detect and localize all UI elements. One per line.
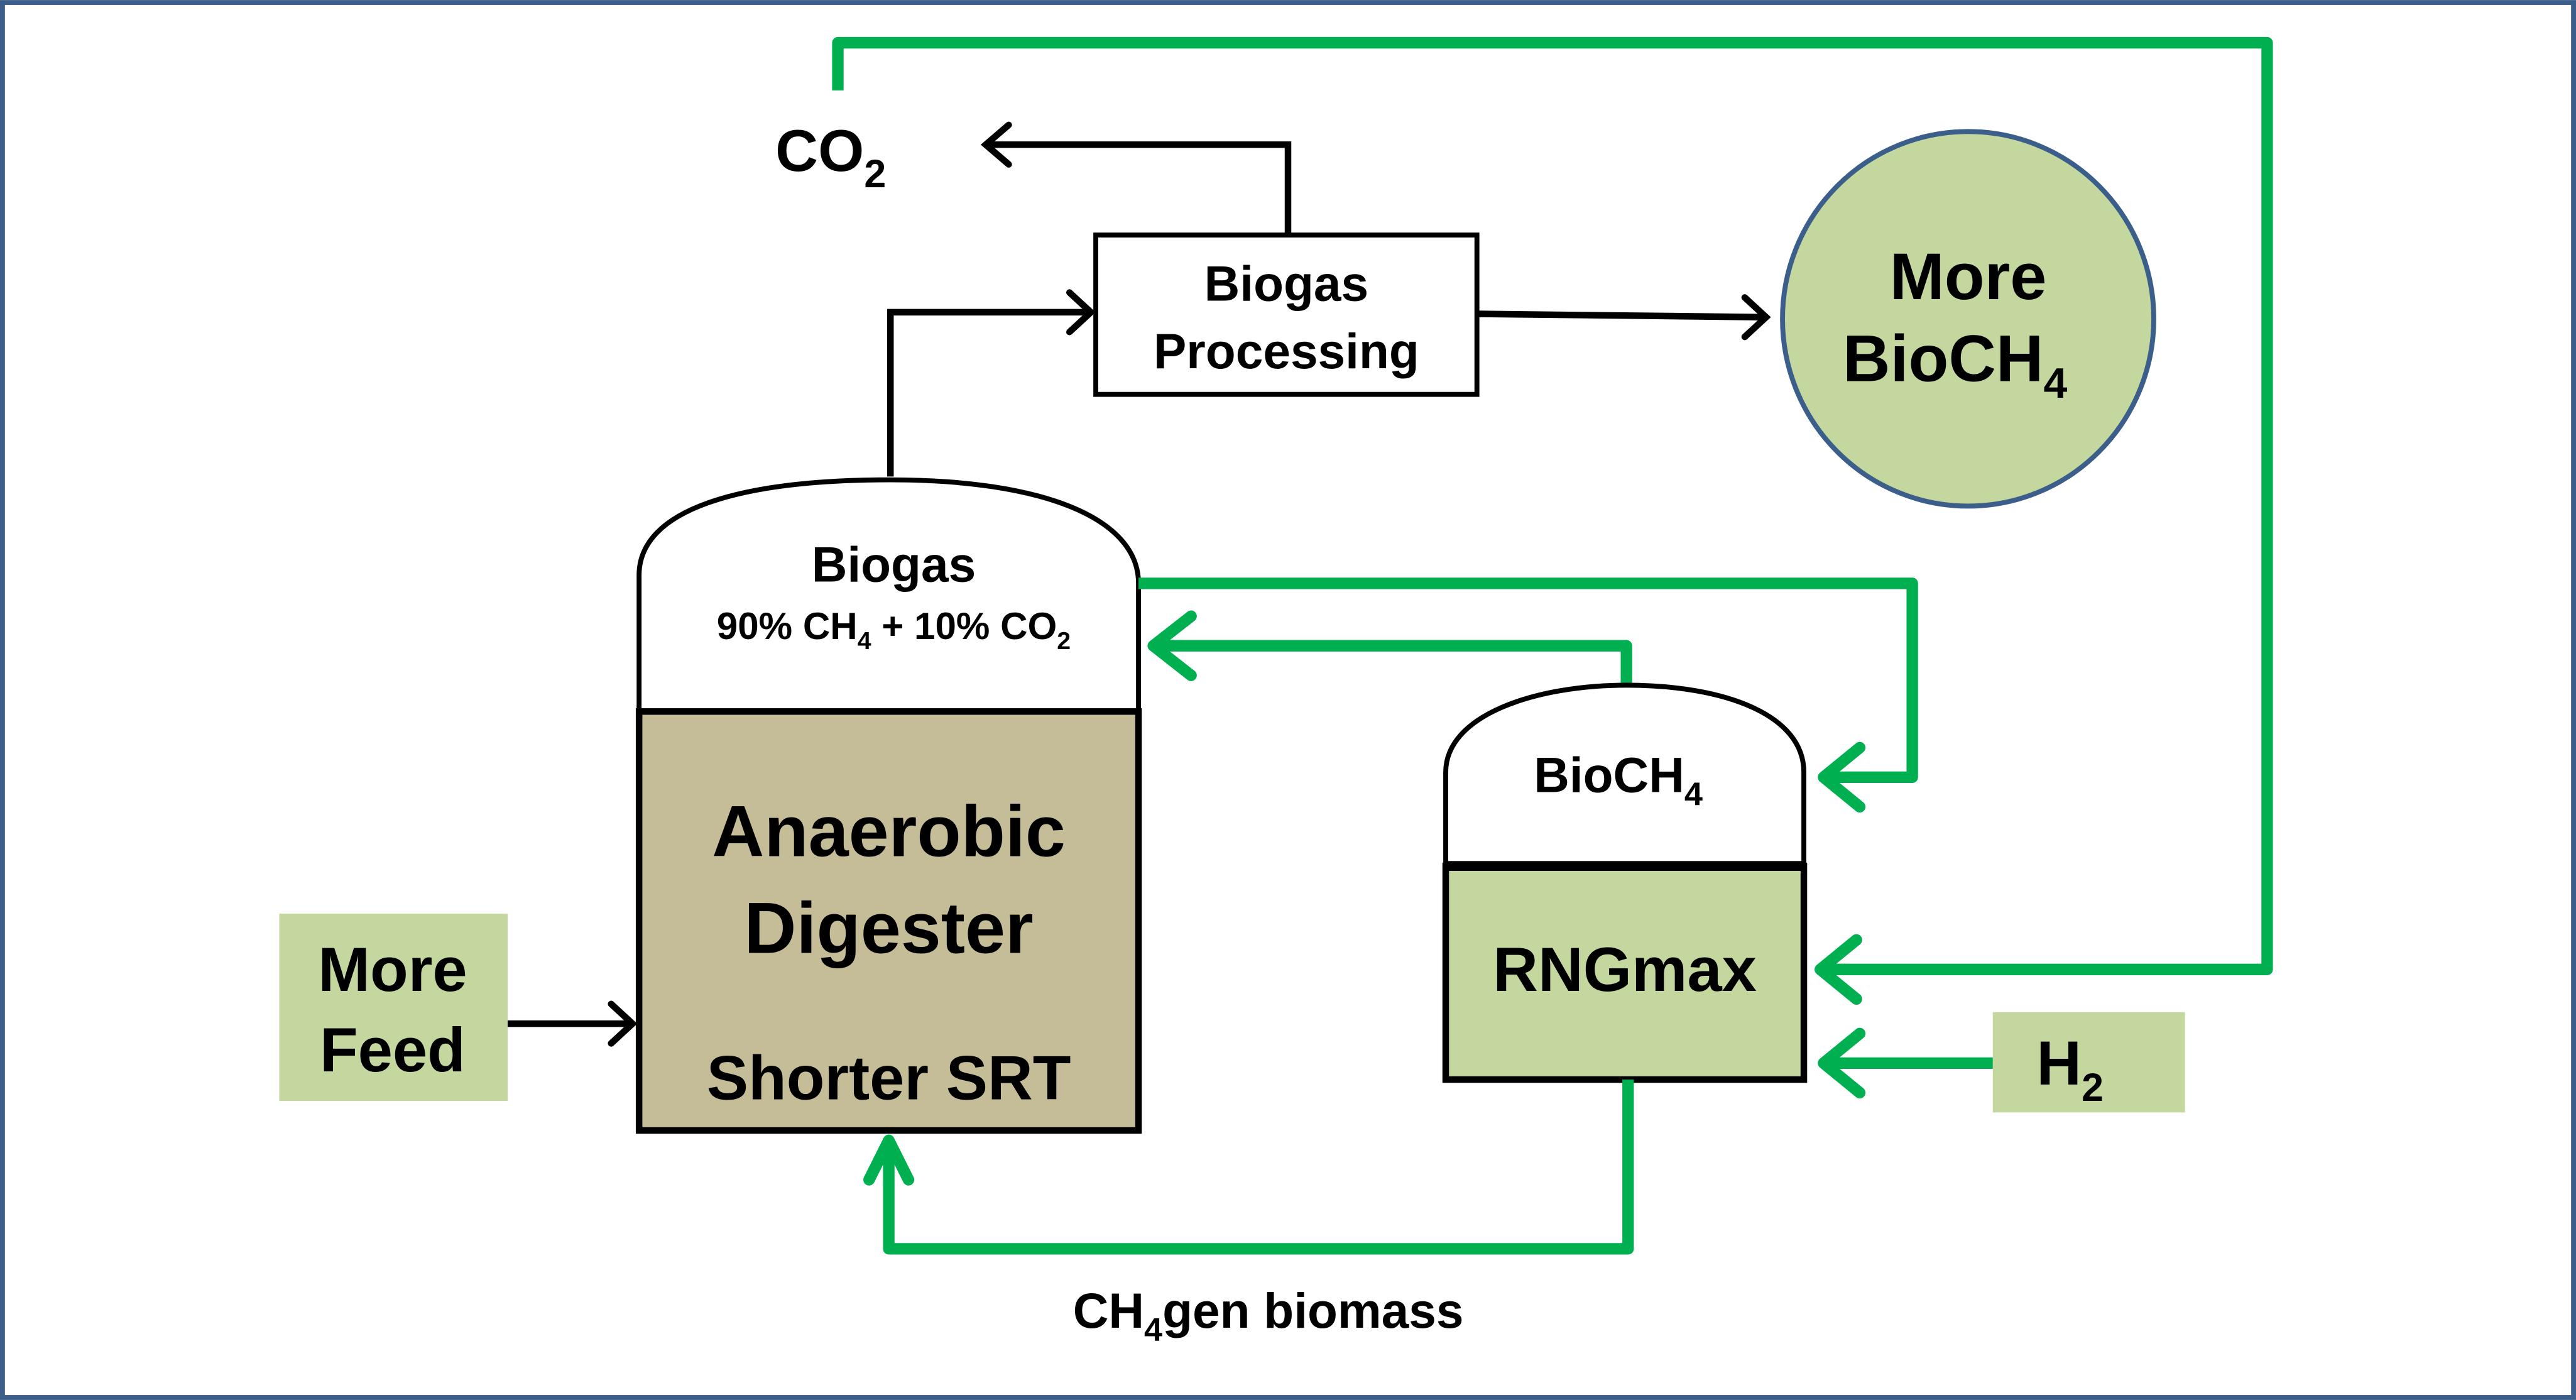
h2-node[interactable] [1992, 1012, 2185, 1113]
h2-to-rngmax-arrowhead [1818, 1027, 1866, 1099]
digester-headspace [636, 477, 1141, 714]
rngmax-to-biogas-arrowhead [1147, 610, 1197, 681]
h2-label: H2 [2036, 1029, 2104, 1110]
biogas-processing-label-1: Biogas [1204, 256, 1369, 312]
co2-label: CO2 [775, 118, 886, 196]
biomass-label: CH4gen biomass [1073, 1283, 1464, 1348]
digester-label-2: Digester [744, 889, 1033, 969]
biogas-to-rngmax-arrowhead [1818, 741, 1866, 813]
anaerobic-digester[interactable] [635, 708, 1142, 1134]
co2-vent-line [989, 141, 1292, 234]
biogas-to-processing-arrowhead [1066, 289, 1096, 336]
co2-recycle-line [832, 36, 2273, 975]
more-biomethane-label-1: More [1890, 240, 2047, 314]
biogas-to-processing-line [887, 309, 1089, 477]
rngmax-headspace [1443, 682, 1806, 869]
more-biomethane-label-2: BioCH4 [1843, 322, 2068, 407]
more-feed-label-1: More [318, 935, 467, 1005]
biogas-to-rngmax-line [1138, 577, 1918, 784]
biogas-processing-box[interactable] [1093, 232, 1480, 397]
biogas-composition: 90% CH4 + 10% CO2 [717, 605, 1071, 655]
biomass-return-line [883, 1080, 1634, 1255]
co2-vent-arrowhead [980, 121, 1012, 168]
biogas-headspace-title: Biogas [812, 537, 976, 593]
rngmax-label: RNGmax [1493, 935, 1757, 1005]
processing-to-product-line [1478, 310, 1765, 320]
digester-label-3: Shorter SRT [707, 1043, 1071, 1113]
feed-to-digester-arrowhead [608, 1000, 638, 1047]
biomass-return-arrowhead [863, 1134, 915, 1186]
biogas-processing-label-2: Processing [1154, 324, 1419, 379]
rngmax-to-biogas-line [1155, 640, 1632, 691]
digester-label-1: Anaerobic [712, 791, 1066, 872]
more-feed-label-2: Feed [320, 1015, 466, 1085]
processing-to-product-arrowhead [1741, 294, 1771, 341]
more-feed-node[interactable] [279, 913, 508, 1102]
rngmax-headspace-label: BioCH4 [1534, 747, 1703, 812]
rngmax-reactor[interactable] [1442, 862, 1808, 1083]
more-biomethane-node[interactable] [1780, 129, 2156, 509]
co2-recycle-arrowhead [1815, 934, 1862, 1005]
